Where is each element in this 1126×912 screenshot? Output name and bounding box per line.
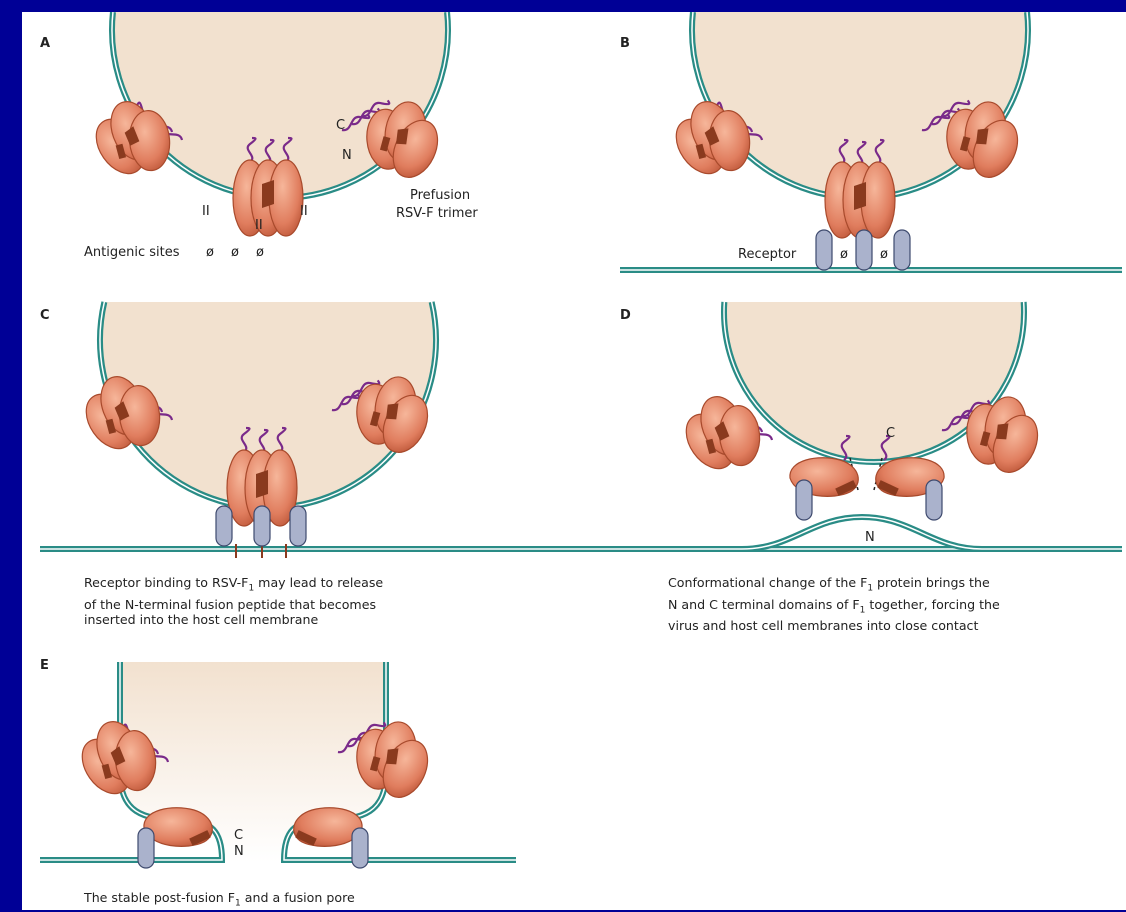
receptor-d-1 <box>796 480 812 520</box>
caption-d: Conformational change of the F1 protein … <box>668 575 1000 633</box>
trimer-a-center <box>233 160 303 236</box>
antigenic-sites-label: Antigenic sites <box>84 245 179 260</box>
fusion-diagram <box>22 12 1126 910</box>
panel-label-c: C <box>40 308 50 323</box>
c-terminal-label-e: C <box>234 828 243 843</box>
receptor-d-2 <box>926 480 942 520</box>
caption-c: Receptor binding to RSV-F1 may lead to r… <box>84 575 383 627</box>
caption-c-line1: Receptor binding to RSV-F1 may lead to r… <box>84 575 383 597</box>
site-zero-2: ø <box>231 245 239 260</box>
caption-e: The stable post-fusion F1 and a fusion p… <box>84 890 355 912</box>
receptor-label: Receptor <box>738 247 796 262</box>
caption-c-line3: inserted into the host cell membrane <box>84 612 383 627</box>
panel-label-e: E <box>40 658 49 673</box>
receptor-b-1 <box>816 230 832 270</box>
panel-label-d: D <box>620 308 631 323</box>
panel-label-a: A <box>40 36 50 51</box>
caption-d-line3: virus and host cell membranes into close… <box>668 618 1000 633</box>
caption-e-line1: The stable post-fusion F1 and a fusion p… <box>84 890 355 912</box>
figure-panel: A B C D E Prefusion RSV-F trimer Antigen… <box>22 12 1126 910</box>
receptor-c-1 <box>216 506 232 546</box>
receptor-e-2 <box>352 828 368 868</box>
receptor-c-2 <box>254 506 270 546</box>
site-zero-3: ø <box>256 245 264 260</box>
caption-c-line2: of the N-terminal fusion peptide that be… <box>84 597 383 612</box>
prefusion-label: Prefusion <box>410 188 470 203</box>
site-zero-1: ø <box>206 245 214 260</box>
site-zero-b1: ø <box>840 247 848 262</box>
panel-label-b: B <box>620 36 630 51</box>
receptor-e-1 <box>138 828 154 868</box>
site-two-middle: II <box>255 218 263 233</box>
site-zero-b2: ø <box>880 247 888 262</box>
n-terminal-label-d: N <box>865 530 875 545</box>
receptor-b-3 <box>894 230 910 270</box>
n-terminal-label-a: N <box>342 148 352 163</box>
trimer-b-center-lobe-3 <box>861 162 895 238</box>
receptor-c-3 <box>290 506 306 546</box>
caption-d-line1: Conformational change of the F1 protein … <box>668 575 1000 597</box>
caption-d-line2: N and C terminal domains of F1 together,… <box>668 597 1000 619</box>
trimer-label: RSV-F trimer <box>396 206 478 221</box>
host-membrane-d-bulge <box>742 517 982 549</box>
c-terminal-label-d: C <box>886 426 895 441</box>
n-terminal-label-e: N <box>234 844 244 859</box>
trimer-b-center <box>825 162 895 238</box>
trimer-a-center-lobe-3 <box>269 160 303 236</box>
c-terminal-label-a: C <box>336 118 345 133</box>
trimer-b-center-core <box>854 182 866 210</box>
trimer-c-center-core <box>256 470 268 498</box>
receptor-b-2 <box>856 230 872 270</box>
trimer-a-center-core <box>262 180 274 208</box>
site-two-right: II <box>300 204 308 219</box>
site-two-left: II <box>202 204 210 219</box>
